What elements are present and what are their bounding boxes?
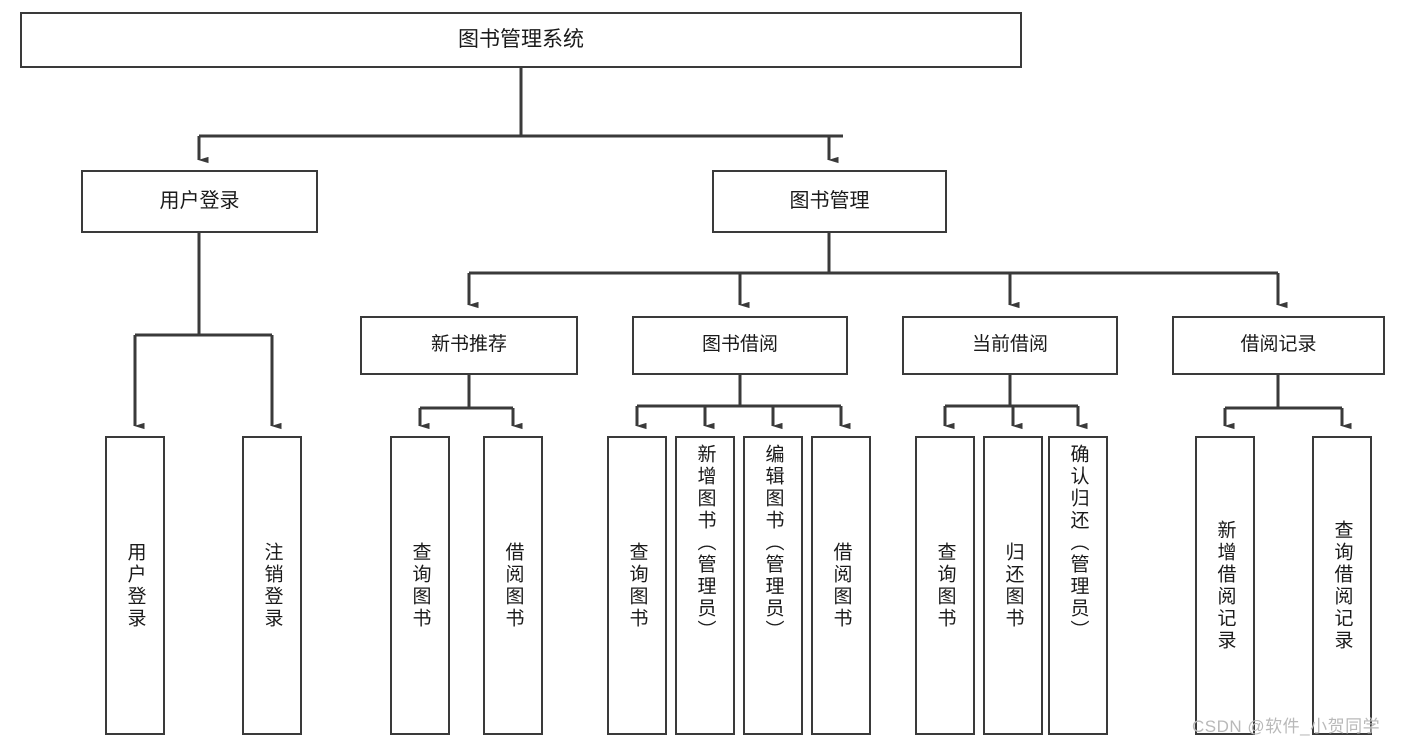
node-leaf-query-record-label: 查询借阅记录 — [1331, 519, 1353, 652]
node-leaf-borrow-book-2[interactable]: 借阅图书 — [811, 436, 871, 735]
node-borrow-record-label: 借阅记录 — [1240, 334, 1317, 356]
node-leaf-query-book-1-label: 查询图书 — [409, 541, 431, 630]
node-leaf-borrow-book-1-label: 借阅图书 — [502, 541, 524, 630]
node-leaf-query-record[interactable]: 查询借阅记录 — [1312, 436, 1372, 735]
csdn-watermark: CSDN @软件_小贺同学 — [1192, 717, 1381, 736]
node-book-management-label: 图书管理 — [789, 189, 870, 212]
node-leaf-query-book-3-label: 查询图书 — [934, 541, 956, 630]
node-user-login-label: 用户登录 — [159, 189, 240, 212]
node-leaf-add-book[interactable]: 新增图书（管理员） — [675, 436, 735, 735]
node-root-system-label: 图书管理系统 — [458, 27, 584, 51]
node-borrow-record[interactable]: 借阅记录 — [1172, 316, 1385, 375]
node-leaf-add-record[interactable]: 新增借阅记录 — [1195, 436, 1255, 735]
node-leaf-confirm-return-label: 确认归还（管理员） — [1067, 444, 1089, 642]
node-current-borrow[interactable]: 当前借阅 — [902, 316, 1118, 375]
node-leaf-borrow-book-2-label: 借阅图书 — [830, 541, 852, 630]
node-leaf-edit-book[interactable]: 编辑图书（管理员） — [743, 436, 803, 735]
node-leaf-query-book-2[interactable]: 查询图书 — [607, 436, 667, 735]
node-user-login[interactable]: 用户登录 — [81, 170, 318, 233]
node-new-book-recommend[interactable]: 新书推荐 — [360, 316, 578, 375]
node-new-book-recommend-label: 新书推荐 — [430, 334, 507, 356]
node-book-borrow[interactable]: 图书借阅 — [632, 316, 848, 375]
node-leaf-user-login-label: 用户登录 — [124, 541, 146, 630]
node-leaf-user-login[interactable]: 用户登录 — [105, 436, 165, 735]
node-current-borrow-label: 当前借阅 — [971, 334, 1048, 356]
node-root-system[interactable]: 图书管理系统 — [20, 12, 1022, 68]
node-leaf-add-record-label: 新增借阅记录 — [1214, 519, 1236, 652]
node-leaf-query-book-1[interactable]: 查询图书 — [390, 436, 450, 735]
node-leaf-return-book[interactable]: 归还图书 — [983, 436, 1043, 735]
node-leaf-borrow-book-1[interactable]: 借阅图书 — [483, 436, 543, 735]
node-leaf-add-book-label: 新增图书（管理员） — [694, 444, 716, 642]
node-leaf-query-book-3[interactable]: 查询图书 — [915, 436, 975, 735]
node-leaf-query-book-2-label: 查询图书 — [626, 541, 648, 630]
node-leaf-logout[interactable]: 注销登录 — [242, 436, 302, 735]
node-leaf-confirm-return[interactable]: 确认归还（管理员） — [1048, 436, 1108, 735]
node-book-management[interactable]: 图书管理 — [712, 170, 947, 233]
node-leaf-logout-label: 注销登录 — [261, 541, 283, 630]
node-book-borrow-label: 图书借阅 — [701, 334, 778, 356]
node-leaf-return-book-label: 归还图书 — [1002, 541, 1024, 630]
node-leaf-edit-book-label: 编辑图书（管理员） — [762, 444, 784, 642]
